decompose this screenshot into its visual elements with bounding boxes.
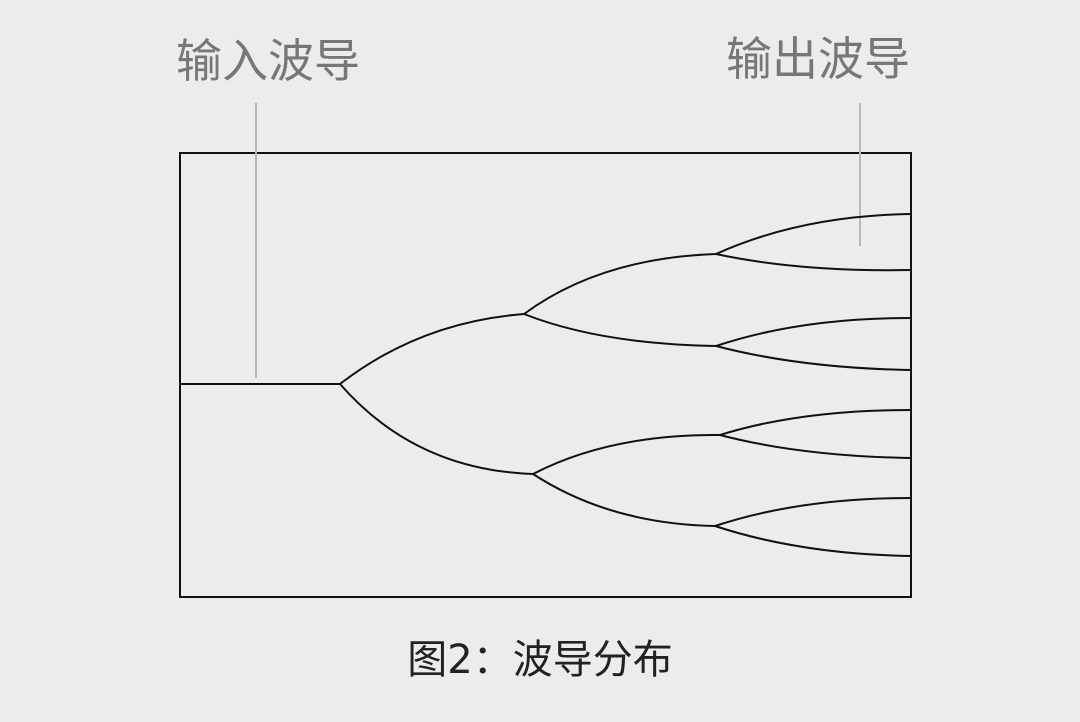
output-waveguide-3: [715, 317, 911, 347]
figure-caption: 图2：波导分布: [407, 637, 673, 683]
waveguide-tree: [181, 213, 911, 557]
output-waveguide-4: [715, 345, 911, 371]
input-waveguide-label: 输入波导: [176, 34, 360, 88]
branch-l2-c: [532, 433, 721, 475]
chip-outline: [179, 152, 912, 598]
output-waveguide-6: [719, 434, 911, 459]
branch-l2-a: [523, 253, 717, 315]
output-waveguide-5: [719, 409, 911, 436]
output-waveguide-2: [715, 253, 911, 272]
output-waveguide-label: 输出波导: [726, 32, 910, 86]
branch-l2-b: [523, 313, 717, 347]
branch-l2-d: [532, 473, 716, 527]
output-waveguide-8: [714, 525, 911, 557]
output-waveguide-1: [715, 213, 911, 255]
branch-l1-lower: [339, 383, 534, 475]
output-waveguide-7: [714, 497, 911, 527]
branch-l1-upper: [339, 313, 525, 385]
